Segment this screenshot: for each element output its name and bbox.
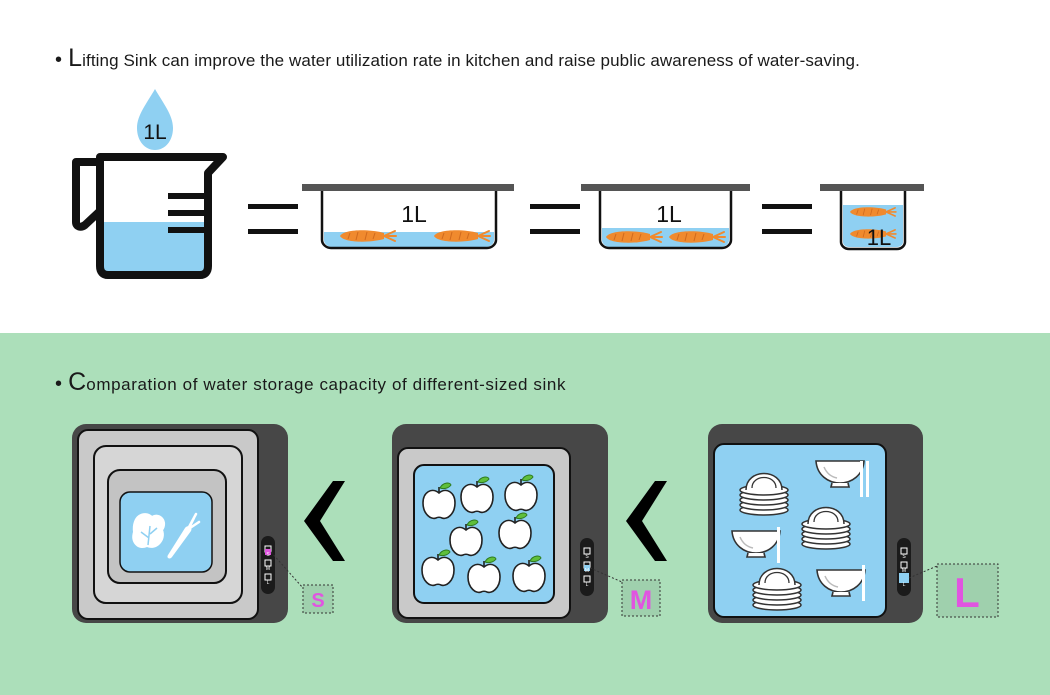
size-indicator-letter: S — [902, 554, 906, 560]
size-indicator-letter: M — [902, 568, 906, 574]
medium-sink-volume-label: 1L — [656, 201, 682, 227]
large-sink-unit — [708, 424, 923, 623]
small-sink-volume-label: 1L — [867, 225, 891, 250]
size-indicator-active — [265, 549, 271, 555]
size-indicator-letter: L — [267, 580, 270, 586]
size-indicator-letter: L — [903, 582, 906, 588]
chopsticks-icon — [862, 565, 865, 601]
size-indicator-letter: S — [585, 554, 589, 560]
medium-size-callout: M — [589, 567, 661, 617]
size-indicator-letter: M — [266, 566, 270, 572]
intro-statement: •Lifting Sink can improve the water util… — [55, 44, 860, 73]
intro-first-letter: L — [68, 44, 83, 72]
leafy-vegetable-icon — [132, 513, 166, 548]
comparison-first-letter: C — [68, 368, 87, 396]
small-size-label: S — [311, 590, 324, 612]
water-drop-icon: 1L — [137, 89, 173, 150]
chopsticks-icon — [866, 461, 869, 497]
less-than-chevron-icon — [626, 481, 667, 561]
wide-sink-volume-label: 1L — [401, 201, 427, 227]
medium-size-label: M — [630, 585, 653, 615]
less-than-chevron-icon — [304, 481, 345, 561]
large-size-label: L — [954, 569, 980, 616]
medium-sink-diagram: 1L — [581, 184, 750, 250]
size-indicator-active — [584, 565, 590, 571]
bullet-dot: • — [55, 373, 63, 395]
large-size-callout: L — [908, 563, 999, 618]
equals-sign — [530, 204, 580, 234]
small-sink-unit — [72, 424, 288, 623]
chopsticks-icon — [777, 527, 780, 563]
size-indicator-letter: M — [585, 568, 589, 574]
drop-volume-label: 1L — [143, 121, 166, 144]
equals-sign — [248, 204, 298, 234]
size-indicator-letters: S M L S M L S M L — [266, 552, 906, 588]
wide-sink-diagram: 1L — [302, 184, 514, 250]
intro-text: ifting Sink can improve the water utiliz… — [82, 51, 860, 70]
size-indicator-letter: L — [586, 582, 589, 588]
carrot-icon — [167, 512, 201, 559]
equals-sign — [762, 204, 812, 234]
size-indicator-letter: S — [266, 552, 270, 558]
comparison-text: omparation of water storage capacity of … — [86, 375, 567, 394]
bullet-dot: • — [55, 49, 63, 71]
size-indicator-active — [899, 573, 909, 583]
chopsticks-icon — [860, 461, 863, 497]
small-sink-diagram: 1L — [820, 184, 924, 251]
measuring-jug-icon — [72, 153, 227, 279]
small-size-callout: S — [270, 551, 334, 614]
comparison-statement: •Comparation of water storage capacity o… — [55, 368, 566, 397]
medium-sink-unit — [392, 424, 608, 623]
